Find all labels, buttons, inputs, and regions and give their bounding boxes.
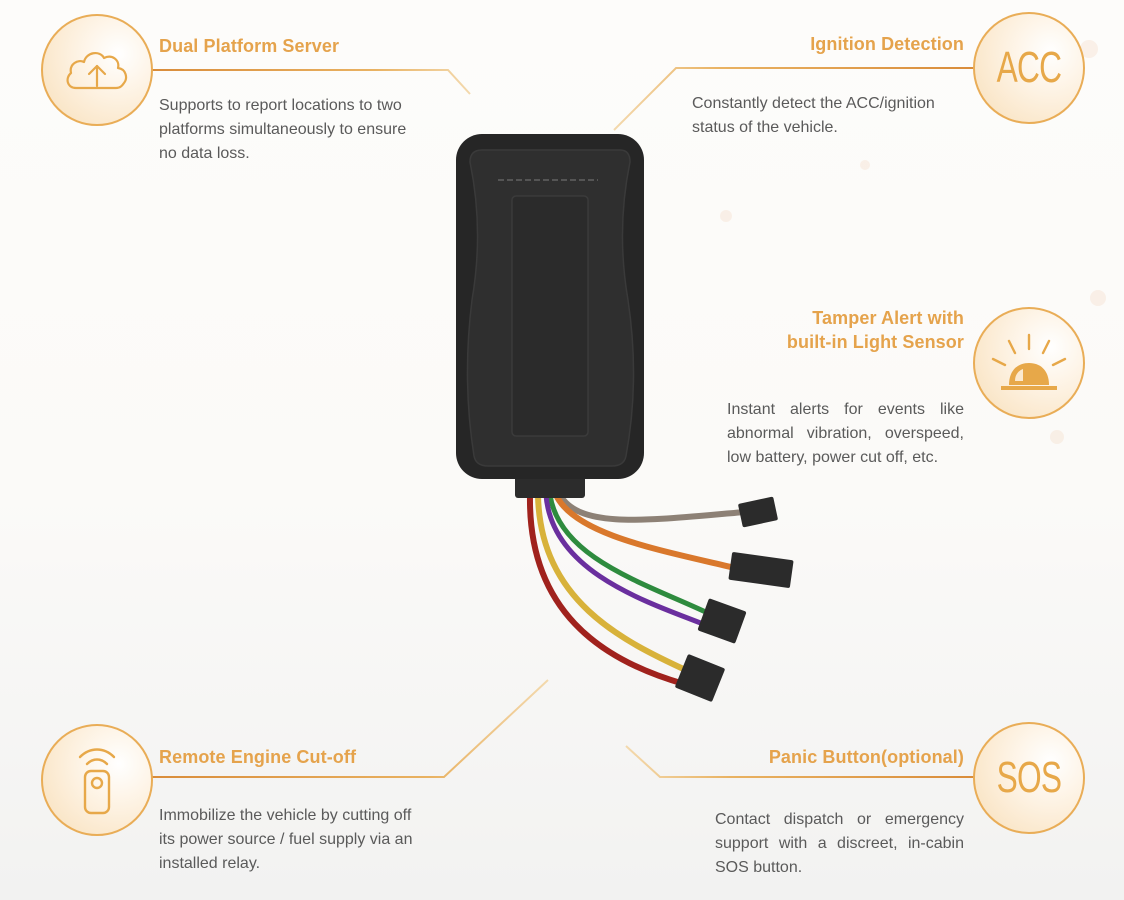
tamper-icon-circle: [973, 307, 1085, 419]
cloud-upload-icon: [66, 52, 128, 90]
ignition-description: Constantly detect the ACC/ignition statu…: [692, 95, 935, 136]
panic-icon-circle: SOS: [973, 722, 1085, 834]
wires: [526, 492, 748, 687]
remote-cutoff-description: Immobilize the vehicle by cutting off it…: [159, 807, 413, 872]
dual-platform-title: Dual Platform Server: [159, 36, 340, 56]
background-dot: [1050, 430, 1064, 444]
tamper-title-line2: built-in Light Sensor: [786, 332, 964, 352]
tamper-title-line1: Tamper Alert with: [812, 308, 964, 328]
gps-tracker-device: [456, 134, 794, 702]
dual-platform-icon-circle: [41, 14, 153, 126]
remote-icon-circle: [41, 724, 153, 836]
sos-icon: SOS: [996, 753, 1062, 802]
ignition-title: Ignition Detection: [810, 34, 964, 54]
background-dot: [1080, 40, 1098, 58]
background-dot: [1090, 290, 1106, 306]
connector-line-ignition: [613, 67, 974, 131]
connector-line-panic: [625, 745, 974, 778]
background-dot: [860, 160, 870, 170]
siren-light-icon: [991, 333, 1067, 390]
connector-line-dual-platform: [152, 69, 471, 95]
acc-icon: ACC: [996, 43, 1062, 92]
background-dot: [720, 210, 732, 222]
tamper-description: Instant alerts for events like abnormal …: [727, 401, 964, 466]
remote-cutoff-title: Remote Engine Cut-off: [159, 747, 357, 767]
panic-title: Panic Button(optional): [768, 747, 964, 767]
connector-line-remote: [152, 679, 549, 778]
panic-description: Contact dispatch or emergency support wi…: [715, 811, 964, 876]
ignition-icon-circle: ACC: [973, 12, 1085, 124]
dual-platform-description: Supports to report locations to two plat…: [159, 97, 407, 162]
remote-control-icon: [78, 748, 116, 815]
